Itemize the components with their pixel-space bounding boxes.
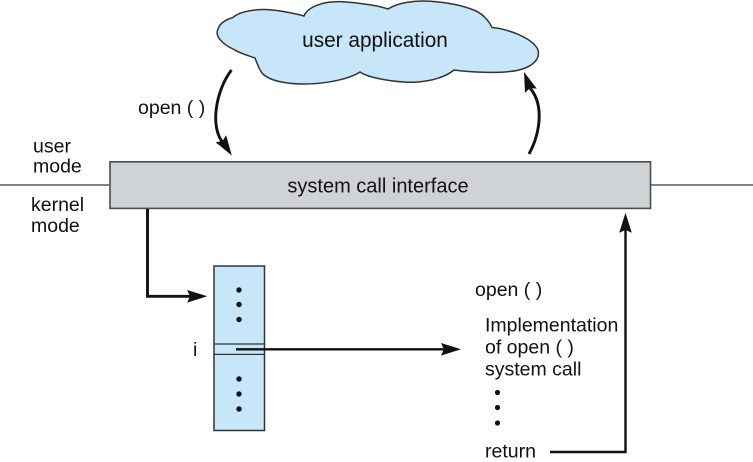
svg-text:Implementation: Implementation (485, 315, 618, 337)
svg-text:open ( ): open ( ) (138, 97, 205, 119)
svg-text:of open ( ): of open ( ) (485, 337, 574, 359)
svg-text:open ( ): open ( ) (475, 279, 542, 301)
svg-text:user: user (33, 136, 71, 158)
svg-text:system call interface: system call interface (287, 176, 468, 198)
svg-text:i: i (193, 339, 197, 361)
svg-text:kernel: kernel (31, 194, 84, 216)
svg-text:mode: mode (31, 215, 80, 237)
svg-text:mode: mode (33, 156, 82, 178)
svg-text:return: return (485, 441, 536, 462)
svg-text:system call: system call (485, 359, 581, 381)
svg-text:user application: user application (302, 29, 448, 52)
